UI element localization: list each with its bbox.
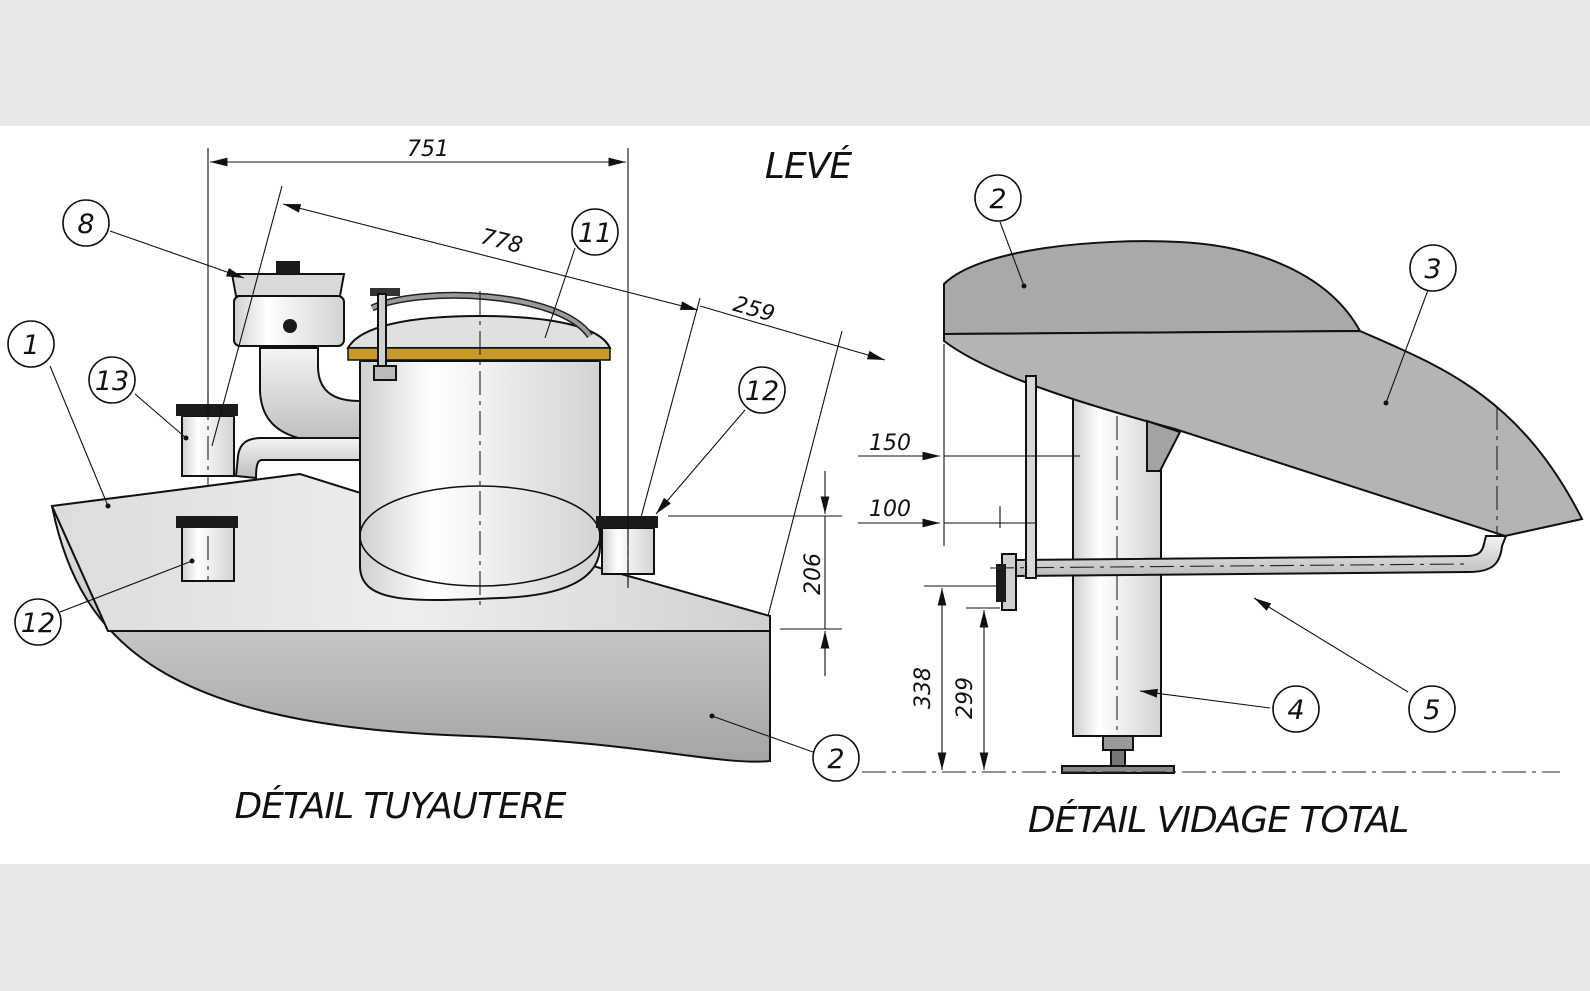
svg-text:12: 12 (21, 608, 55, 639)
right-view: 150 100 338 299 2 3 4 5 (858, 174, 1584, 841)
svg-text:2: 2 (989, 184, 1006, 215)
svg-text:3: 3 (1424, 254, 1441, 285)
callout-2-right: 2 (974, 174, 1022, 222)
view-label-leve: LEVÉ (765, 145, 852, 187)
nozzle-13 (176, 396, 238, 486)
svg-text:1: 1 (22, 330, 39, 361)
dim-259: 259 (730, 292, 777, 328)
callout-12-right: 12 (738, 366, 786, 414)
callout-5: 5 (1408, 685, 1456, 733)
title-detail-tuyautere: DÉTAIL TUYAUTERE (235, 785, 567, 827)
callout-12-left: 12 (14, 598, 62, 646)
callout-1: 1 (7, 320, 55, 368)
nozzle-12-left (176, 516, 238, 582)
left-view: 751 778 259 206 8 (7, 137, 886, 827)
svg-text:13: 13 (95, 366, 129, 397)
tank-lower-shell (51, 505, 771, 763)
drawing-sheet: 751 778 259 206 8 (0, 126, 1590, 864)
dim-338: 338 (911, 667, 936, 709)
svg-text:12: 12 (745, 376, 779, 407)
svg-text:8: 8 (77, 209, 94, 240)
shell-lower (943, 329, 1584, 538)
dim-751: 751 (407, 137, 449, 162)
dim-206: 206 (801, 553, 826, 595)
drain-pipe (989, 535, 1508, 611)
callout-4: 4 (1272, 685, 1320, 733)
callout-2-left: 2 (812, 734, 860, 782)
callout-3: 3 (1409, 244, 1457, 292)
dim-778: 778 (478, 224, 525, 258)
dim-100: 100 (869, 497, 911, 522)
main-vessel (346, 288, 612, 606)
callout-13: 13 (88, 356, 136, 404)
shell-upper (943, 240, 1362, 336)
callout-11: 11 (571, 208, 619, 256)
svg-text:5: 5 (1423, 695, 1440, 726)
title-detail-vidage-total: DÉTAIL VIDAGE TOTAL (1028, 799, 1408, 841)
technical-drawing: 751 778 259 206 8 (7, 137, 1584, 841)
elbow-pipe (259, 347, 361, 446)
filter-housing (230, 261, 346, 347)
svg-text:11: 11 (578, 218, 612, 249)
dim-299: 299 (953, 677, 978, 719)
dim-150: 150 (869, 431, 911, 456)
callout-8: 8 (62, 199, 110, 247)
svg-text:4: 4 (1287, 695, 1304, 726)
svg-text:2: 2 (827, 744, 844, 775)
horizontal-pipe (234, 437, 361, 480)
